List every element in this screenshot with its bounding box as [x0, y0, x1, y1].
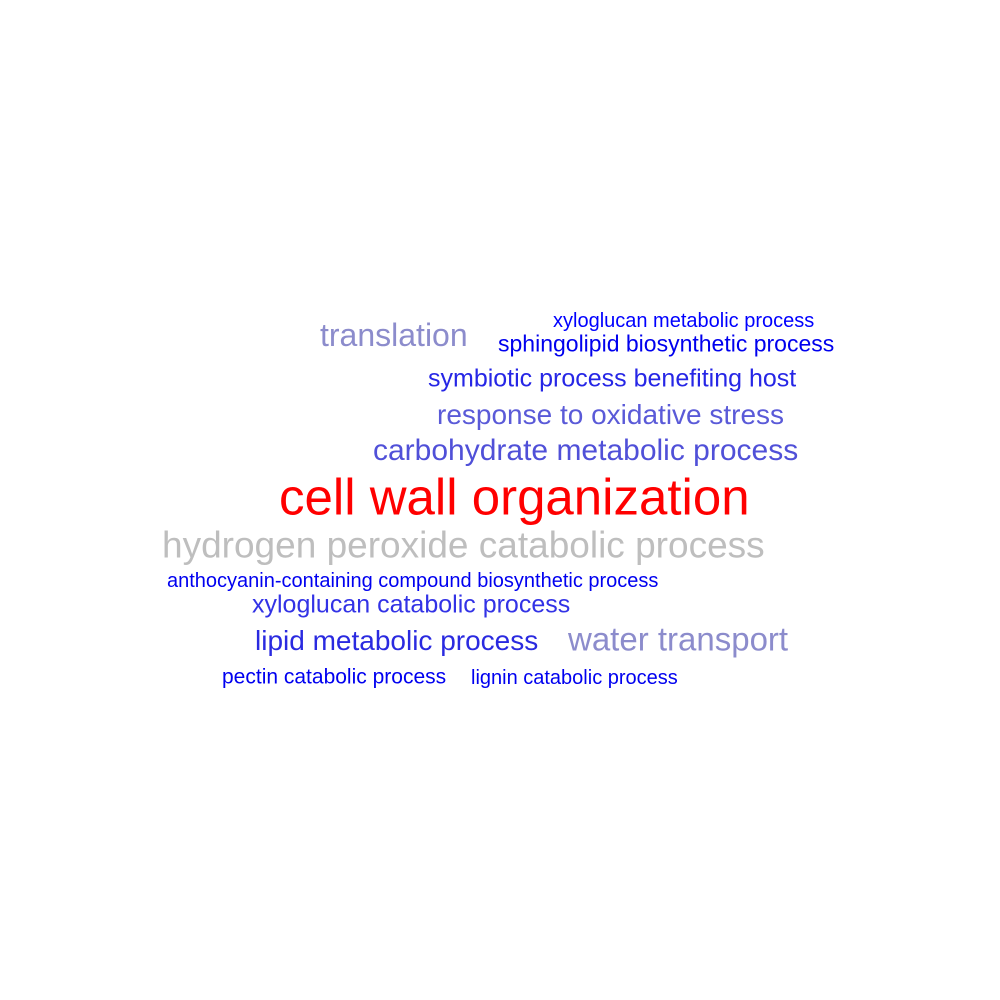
term-xyloglucan-catabolic-process: xyloglucan catabolic process: [252, 590, 571, 619]
term-sphingolipid-biosynthetic-process: sphingolipid biosynthetic process: [498, 330, 835, 357]
term-lipid-metabolic-process: lipid metabolic process: [255, 625, 539, 656]
term-hydrogen-peroxide-catabolic-process: hydrogen peroxide catabolic process: [162, 524, 765, 566]
term-translation: translation: [320, 317, 468, 353]
term-carbohydrate-metabolic-process: carbohydrate metabolic process: [373, 434, 799, 467]
term-pectin-catabolic-process: pectin catabolic process: [222, 665, 447, 689]
term-lignin-catabolic-process: lignin catabolic process: [471, 667, 678, 689]
term-xyloglucan-metabolic-process: xyloglucan metabolic process: [553, 310, 815, 332]
term-cell-wall-organization: cell wall organization: [279, 468, 750, 526]
term-response-to-oxidative-stress: response to oxidative stress: [437, 399, 785, 430]
term-symbiotic-process-benefiting-host: symbiotic process benefiting host: [428, 364, 797, 393]
term-anthocyanin-containing-compound-biosynthetic-process: anthocyanin-containing compound biosynth…: [167, 570, 659, 592]
term-water-transport: water transport: [568, 620, 789, 658]
